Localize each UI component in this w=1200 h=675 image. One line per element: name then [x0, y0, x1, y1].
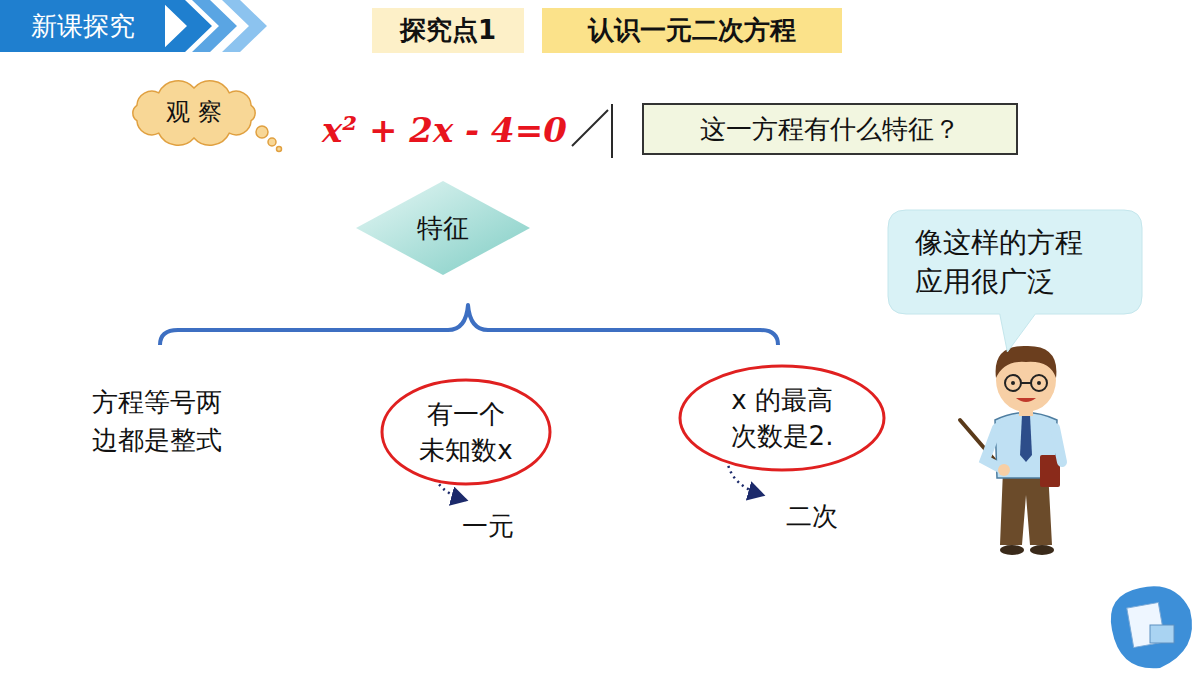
annotation: 一元 [462, 510, 514, 544]
node-text: 特征 [417, 210, 469, 246]
ellipse-outline [380, 378, 552, 486]
cloud-fill [133, 81, 255, 145]
node-text: 探究点1 [400, 12, 496, 48]
feature-ellipse: 有一个 未知数x [380, 378, 552, 486]
bubble-fill [888, 210, 1142, 352]
speech-bubble: 像这样的方程 应用很广泛 [888, 210, 1142, 314]
annotation: 二次 [786, 500, 838, 534]
topic-tag: 探究点1 [372, 8, 524, 53]
node-text: 这一方程有什么特征？ [700, 111, 960, 147]
node-text: 有一个 未知数x [411, 396, 521, 469]
brace [160, 305, 778, 345]
ellipse-outline [678, 364, 886, 472]
corner-icon [1111, 586, 1192, 668]
node-text: x 的最高 次数是2. [721, 382, 843, 455]
observe-cloud: 观 察 [128, 82, 260, 144]
node-text: 新课探究 [31, 8, 135, 44]
ellipse-fill [382, 380, 550, 484]
feature-text: 方程等号两 边都是整式 [92, 384, 272, 459]
equation: x² + 2x - 4=0 [322, 108, 567, 152]
diamond-fill [356, 181, 530, 275]
feature-ellipse: x 的最高 次数是2. [678, 364, 886, 472]
topic-title: 认识一元二次方程 [542, 8, 842, 53]
cloud-tail [256, 126, 282, 152]
node-text: 观 察 [166, 96, 222, 130]
section-banner: 新课探究 [0, 0, 165, 52]
node-text: 认识一元二次方程 [588, 12, 796, 48]
banner-chevrons [160, 0, 267, 52]
separator-marks [572, 104, 612, 158]
question-box: 这一方程有什么特征？ [642, 103, 1018, 155]
bubble-outline [888, 210, 1142, 314]
feature-diamond: 特征 [355, 180, 531, 276]
teacher-illustration [960, 346, 1062, 555]
ellipse-fill [680, 366, 884, 470]
node-text: 像这样的方程 应用很广泛 [915, 223, 1115, 301]
